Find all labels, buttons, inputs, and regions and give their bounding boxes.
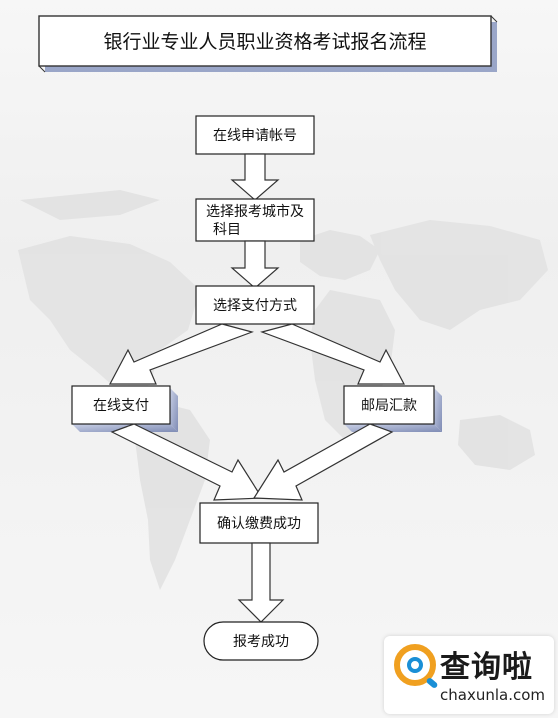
arrow-to-online-payment	[109, 323, 254, 385]
arrow-down-2	[230, 240, 280, 289]
page-title: 银行业专业人员职业资格考试报名流程	[103, 31, 426, 53]
node-online-payment: 在线支付	[71, 385, 178, 432]
arrow-down-3	[237, 542, 285, 623]
node-select-city-label-2: 科目	[213, 222, 241, 238]
magnifier-logo-icon	[394, 644, 436, 686]
node-registration-success: 报考成功	[203, 621, 319, 661]
node-postal-remittance-label: 邮局汇款	[361, 398, 417, 414]
arrow-to-postal-remittance	[260, 323, 405, 385]
node-apply-account: 在线申请帐号	[195, 115, 315, 155]
node-confirm-payment: 确认缴费成功	[199, 502, 319, 544]
node-online-payment-label: 在线支付	[93, 398, 149, 414]
node-postal-remittance: 邮局汇款	[343, 385, 442, 432]
watermark-domain: chaxunla.com	[440, 686, 545, 704]
node-select-city: 选择报考城市及 科目	[195, 198, 315, 242]
watermark-brand: 查询啦	[440, 650, 533, 685]
arrow-down-1	[230, 153, 280, 201]
watermark: 查询啦 chaxunla.com	[384, 636, 554, 714]
title-box: 银行业专业人员职业资格考试报名流程	[38, 15, 498, 73]
arrow-from-online-payment	[110, 423, 264, 501]
arrow-from-postal-remittance	[252, 423, 394, 501]
node-registration-success-label: 报考成功	[233, 634, 289, 650]
node-select-payment-label: 选择支付方式	[213, 298, 297, 314]
node-select-city-label-1: 选择报考城市及	[206, 203, 304, 220]
node-select-payment: 选择支付方式	[195, 285, 315, 325]
node-confirm-payment-label: 确认缴费成功	[217, 516, 301, 532]
node-apply-account-label: 在线申请帐号	[213, 128, 297, 144]
